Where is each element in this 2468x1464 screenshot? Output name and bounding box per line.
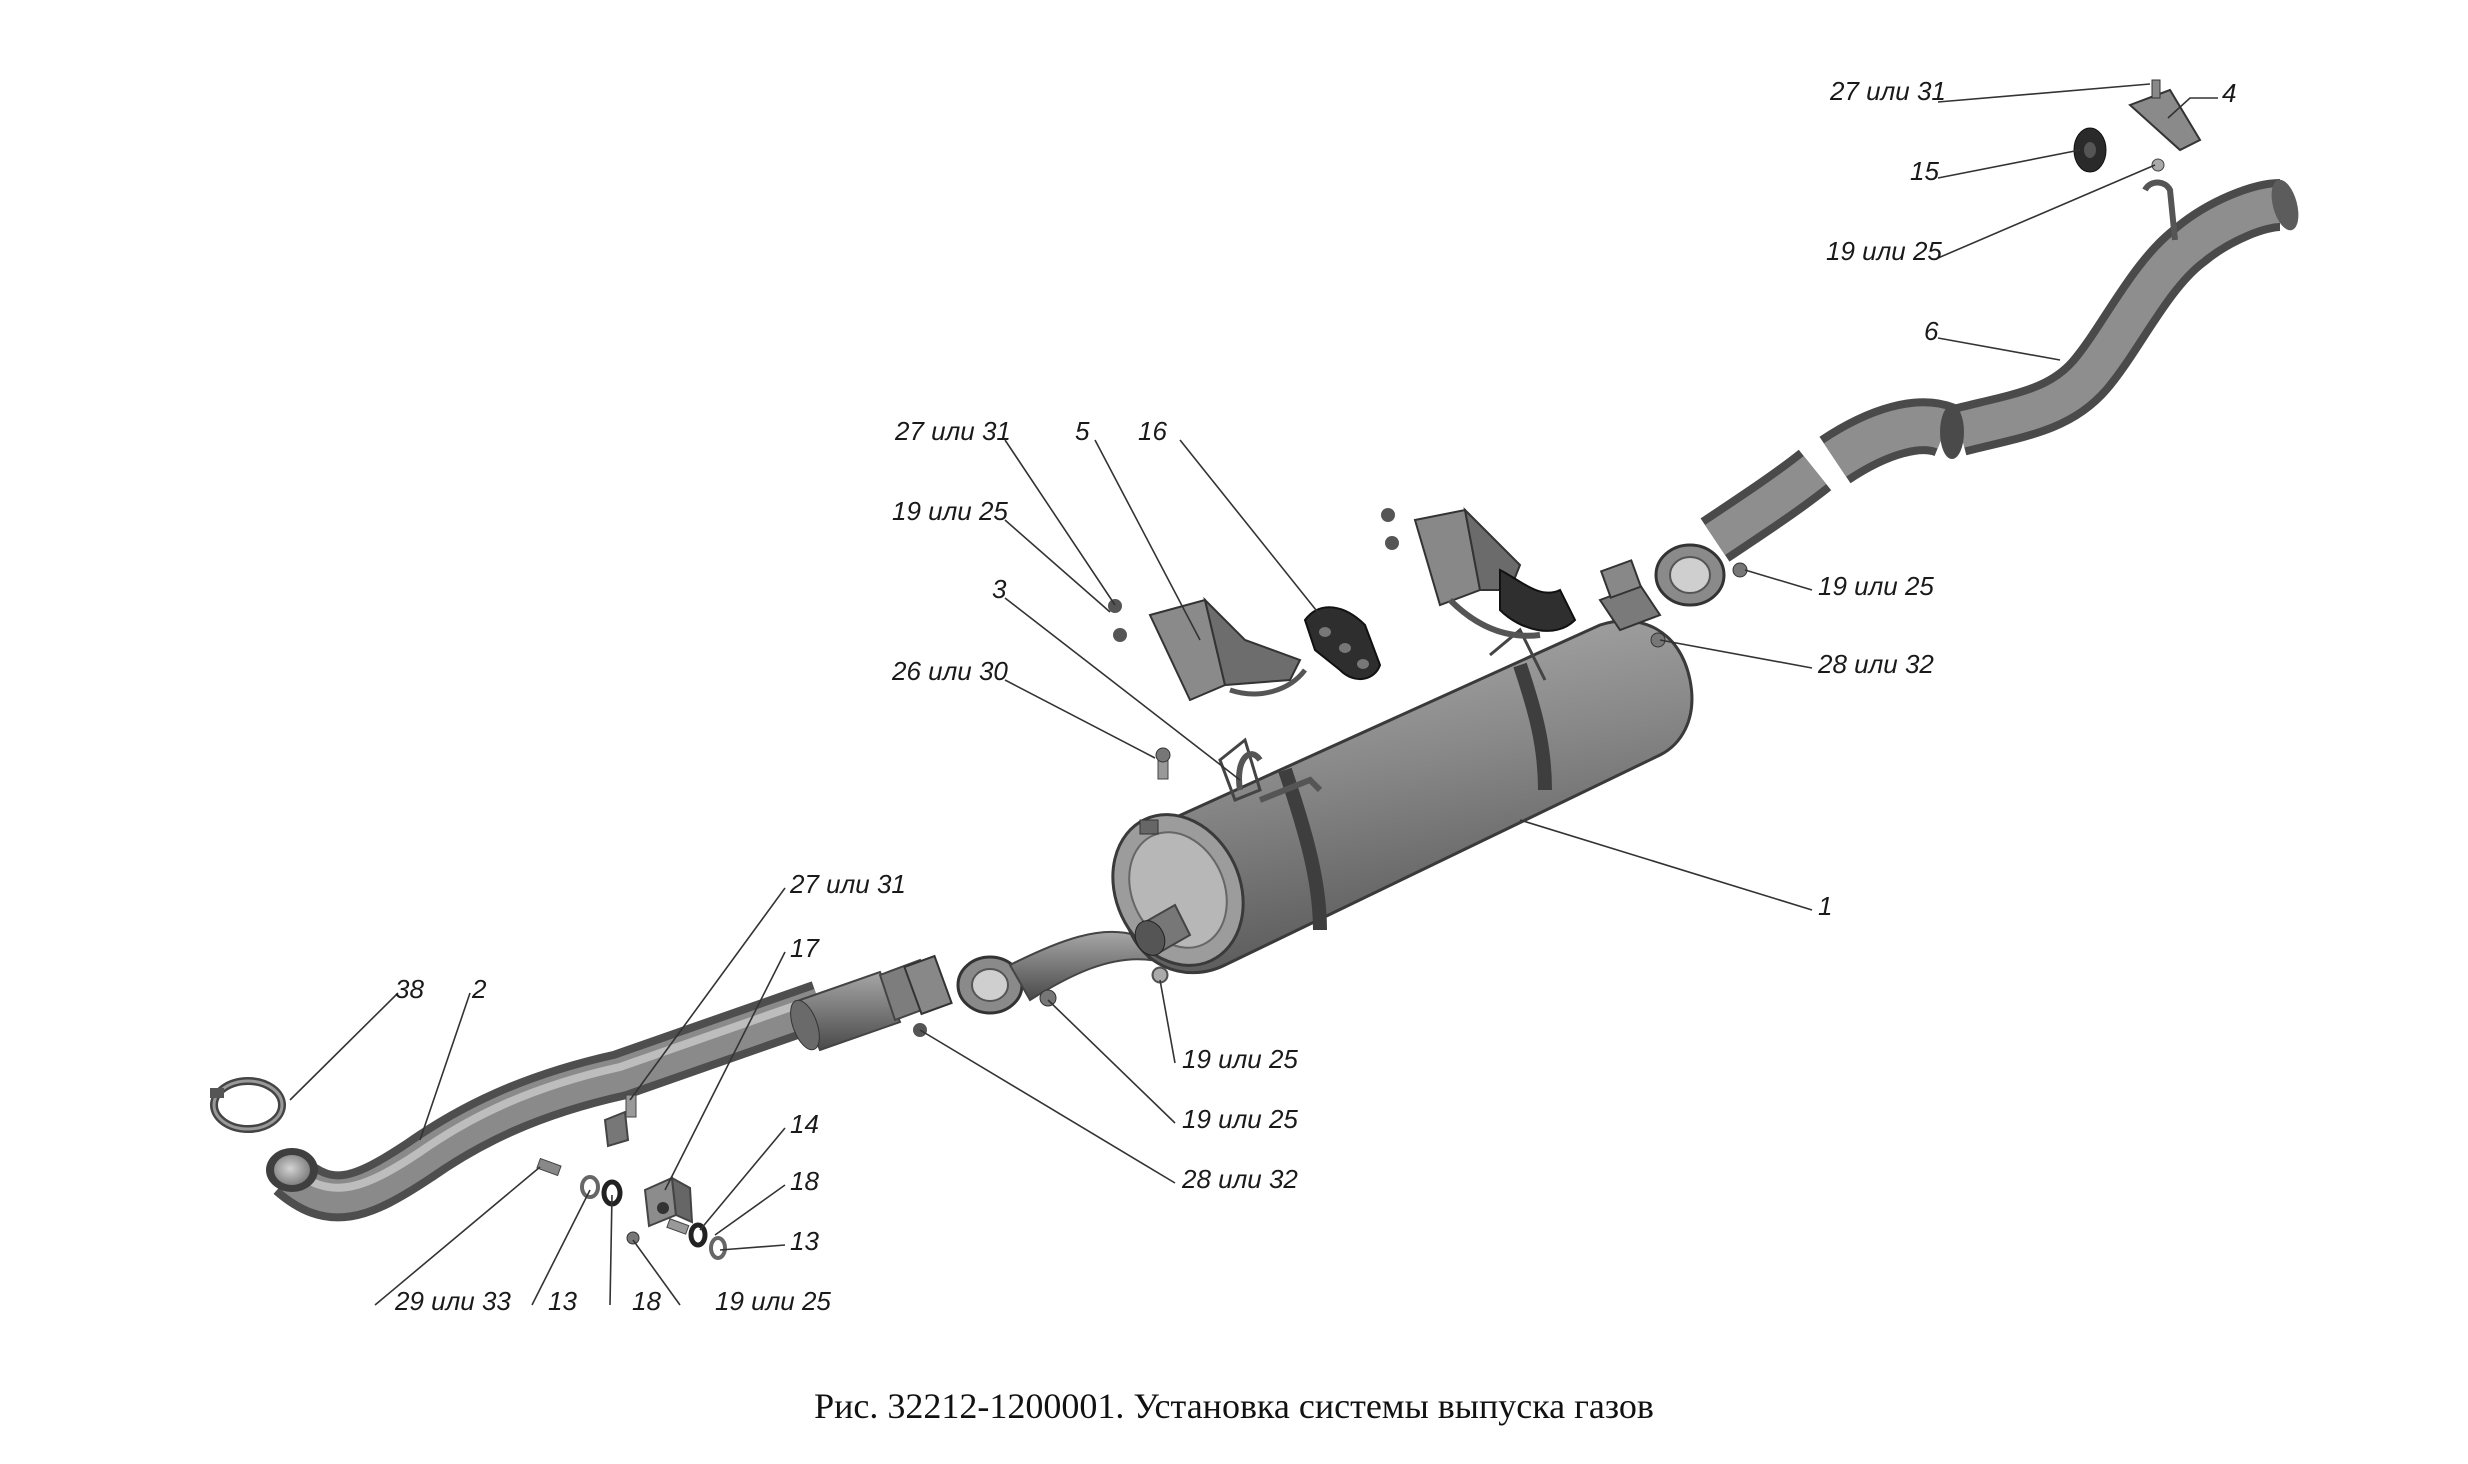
callout-19-25-a: 19 или 25 — [1182, 1044, 1298, 1074]
clamp-ring — [210, 1077, 286, 1133]
callout-19-25-mid: 19 или 25 — [892, 496, 1008, 526]
lower-fasteners — [536, 1094, 727, 1260]
callout-3: 3 — [992, 574, 1007, 604]
callout-18-right: 18 — [790, 1166, 819, 1196]
callout-19-25-right: 19 или 25 — [1818, 571, 1934, 601]
callout-28-32-low: 28 или 32 — [1181, 1164, 1298, 1194]
callout-17: 17 — [790, 933, 820, 963]
rubber-mount — [1303, 606, 1382, 680]
callout-2: 2 — [471, 974, 487, 1004]
muffler — [1111, 619, 1694, 975]
leader-lines — [289, 83, 2218, 1306]
callout-19-25-b: 19 или 25 — [1182, 1104, 1298, 1134]
callout-16: 16 — [1138, 416, 1167, 446]
callout-labels: 27 или 31 4 15 19 или 25 6 27 или 31 5 1… — [394, 76, 2236, 1316]
tail-pipe — [1700, 179, 2299, 562]
mid-fasteners — [1152, 747, 1171, 983]
callout-27-31-low: 27 или 31 — [789, 869, 906, 899]
callout-27-31-top: 27 или 31 — [1829, 76, 1946, 106]
callout-1: 1 — [1818, 891, 1832, 921]
callout-18-bottom: 18 — [632, 1286, 661, 1316]
muffler-hanger-rod — [1236, 751, 1323, 803]
rear-flange — [1654, 543, 1748, 607]
resonator-section — [790, 954, 953, 1052]
mid-bracket — [1108, 596, 1307, 702]
callout-19-25-bottom: 19 или 25 — [715, 1286, 831, 1316]
figure-caption: Рис. 32212-1200001. Установка системы вы… — [814, 1386, 1654, 1426]
rear-bracket — [1381, 507, 1577, 639]
callout-27-31-mid: 27 или 31 — [894, 416, 1011, 446]
callout-6: 6 — [1924, 316, 1939, 346]
callout-38: 38 — [395, 974, 424, 1004]
pipe-bracket — [603, 1110, 694, 1228]
callout-26-30: 26 или 30 — [891, 656, 1008, 686]
outlet-flange — [1598, 559, 1666, 648]
callout-19-25-top: 19 или 25 — [1826, 236, 1942, 266]
callout-4: 4 — [2222, 78, 2236, 108]
callout-13-right: 13 — [790, 1226, 819, 1256]
callout-5: 5 — [1075, 416, 1090, 446]
front-pipe — [266, 981, 829, 1222]
tail-hanger — [2073, 79, 2202, 173]
callout-29-33: 29 или 33 — [394, 1286, 511, 1316]
callout-15: 15 — [1910, 156, 1939, 186]
callout-28-32-right: 28 или 32 — [1817, 649, 1934, 679]
callout-14: 14 — [790, 1109, 819, 1139]
callout-13-bottom: 13 — [548, 1286, 577, 1316]
